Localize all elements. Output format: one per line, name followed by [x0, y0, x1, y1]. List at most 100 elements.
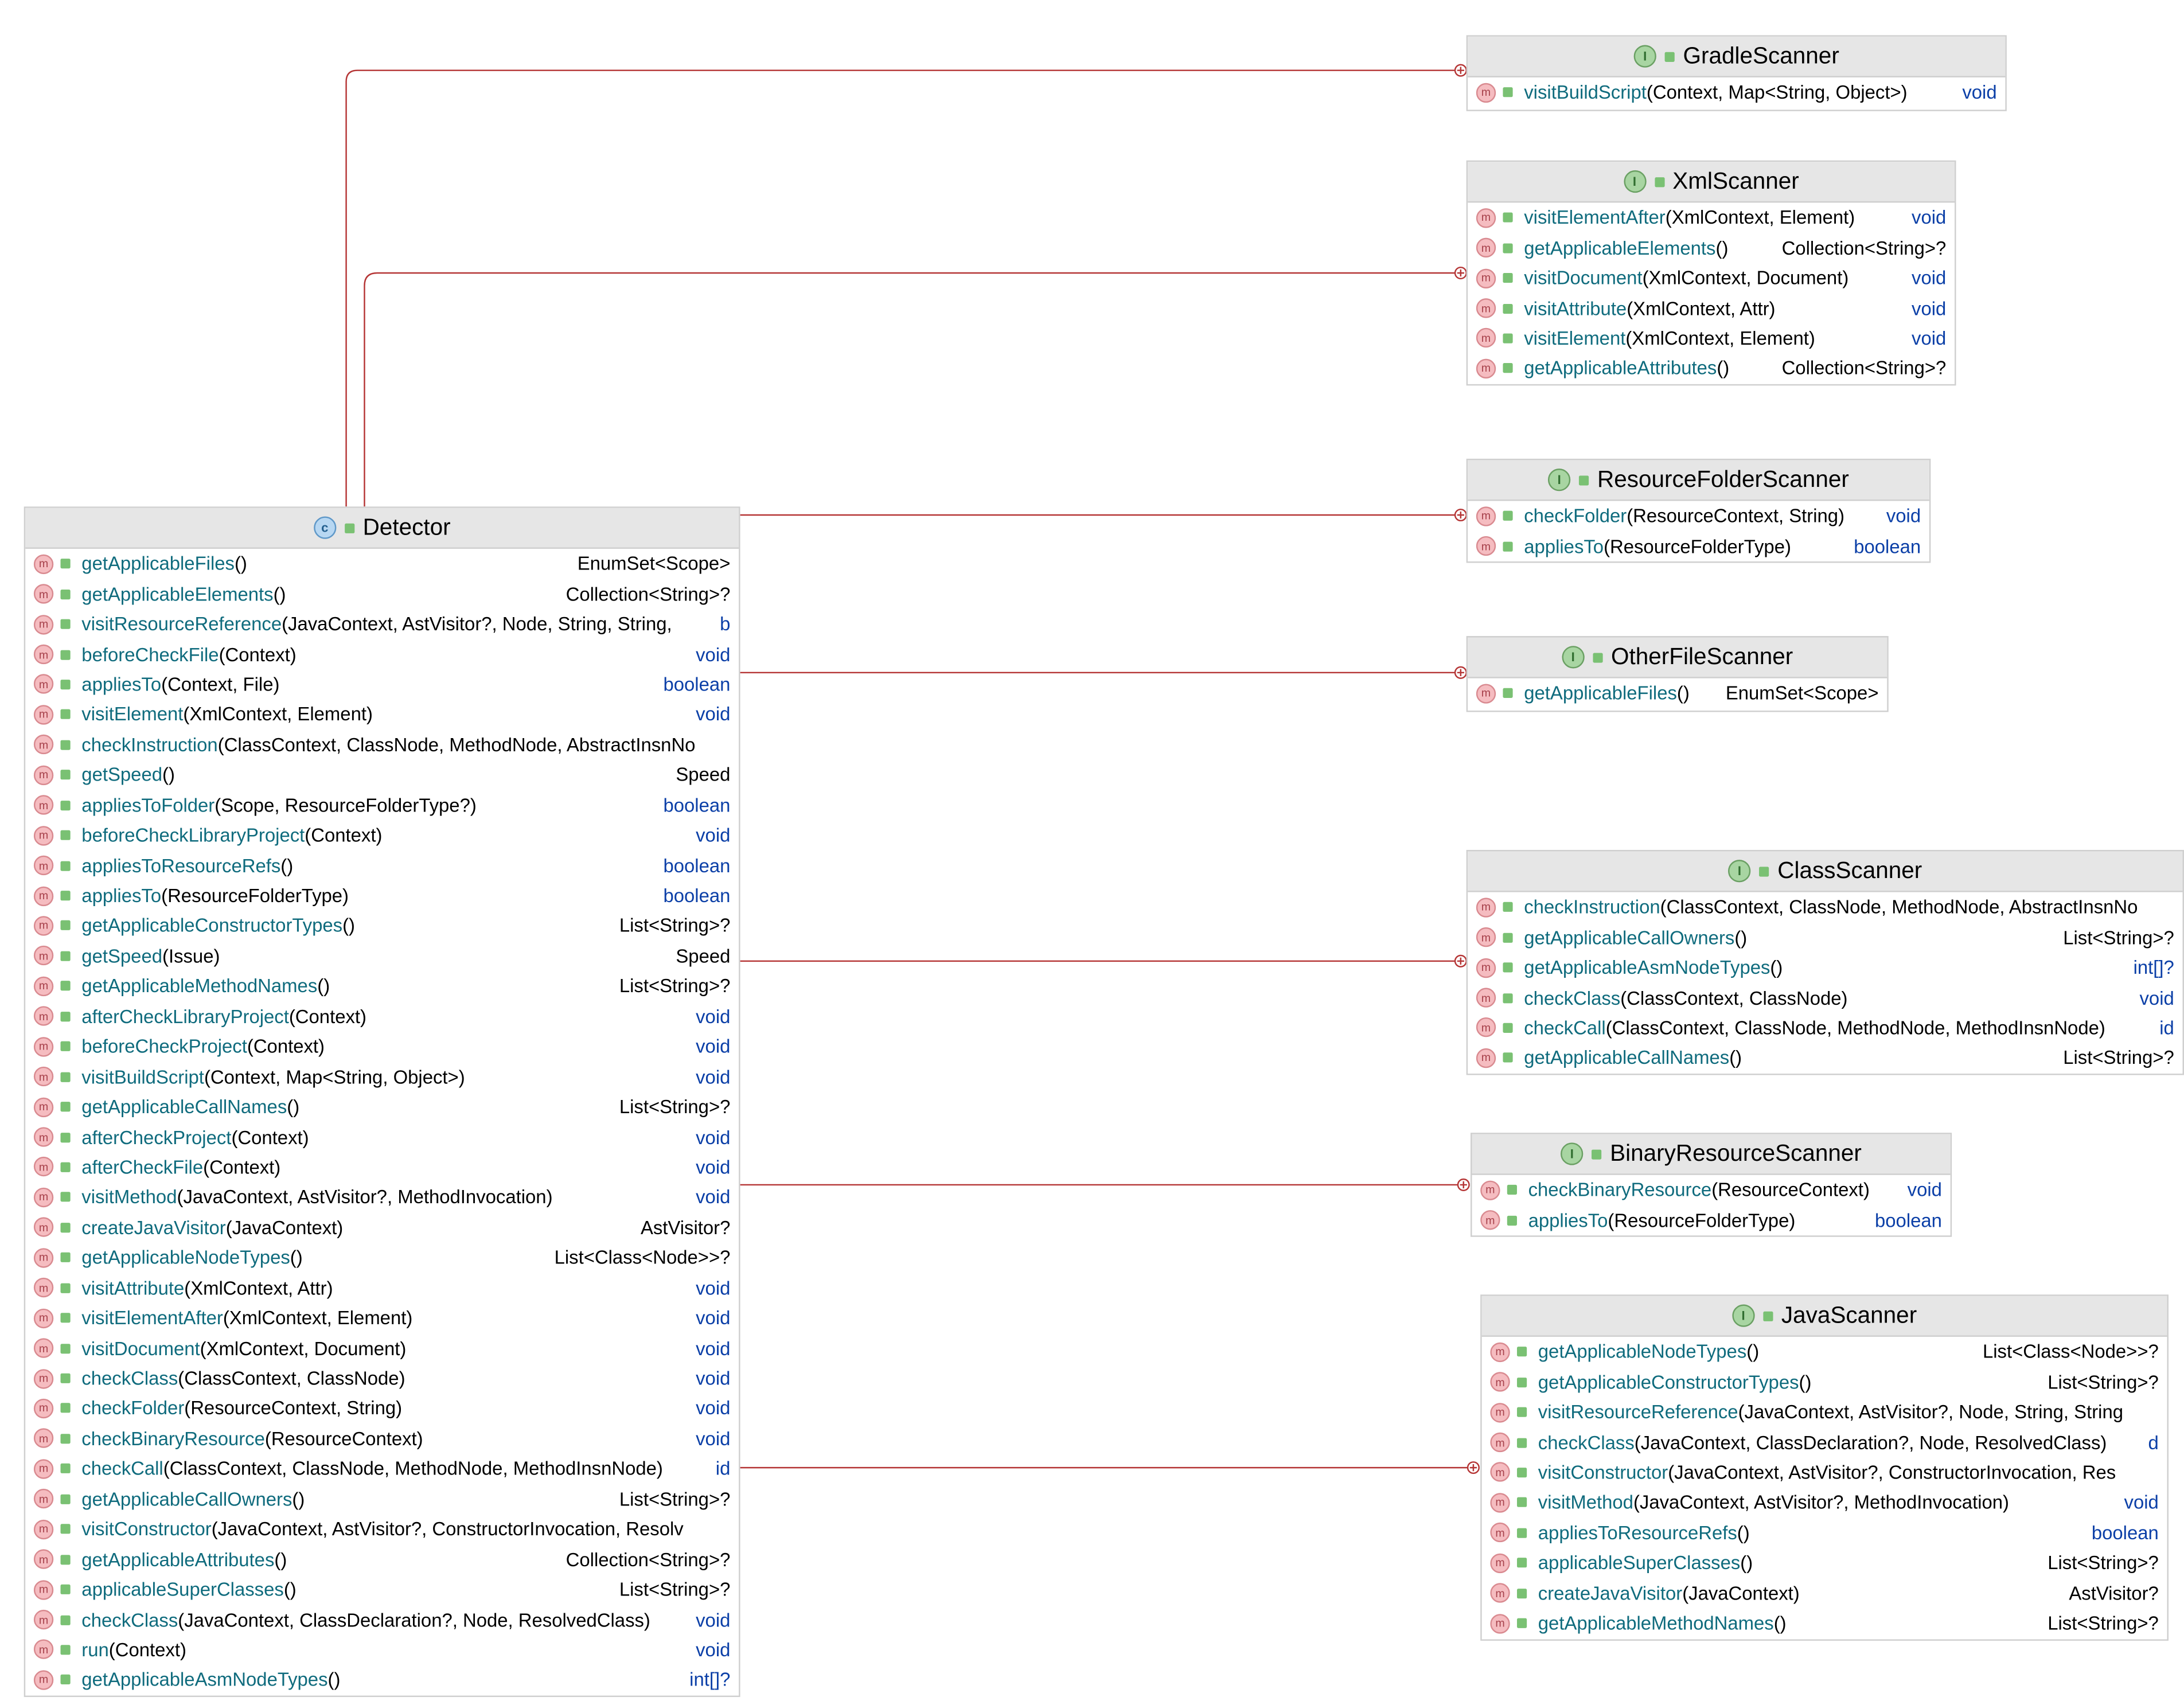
method-return-type: List<Class<Node>>? — [554, 1247, 731, 1269]
public-lock-icon — [60, 1162, 71, 1172]
method-icon: m — [1490, 1523, 1510, 1543]
box-title: Detector — [362, 514, 451, 540]
interface-icon: I — [1731, 1304, 1755, 1327]
public-lock-icon — [60, 1011, 71, 1021]
method-name: getApplicableMethodNames — [81, 976, 318, 997]
method-params: (XmlContext, Attr) — [184, 1277, 333, 1298]
method-name: applicableSuperClasses — [1538, 1552, 1741, 1574]
method-return-type: List<String>? — [2063, 927, 2174, 948]
method-return-type: List<Class<Node>>? — [1982, 1341, 2159, 1363]
public-lock-icon — [60, 1282, 71, 1293]
method-name: checkInstruction — [1524, 896, 1660, 918]
method-name: visitElementAfter — [81, 1307, 223, 1329]
method-return-type: void — [696, 1398, 731, 1419]
method-return-type: List<String>? — [619, 1579, 731, 1600]
method-params: (ResourceContext) — [1711, 1179, 1870, 1201]
method-return-type: boolean — [2091, 1522, 2159, 1544]
method-return-type: void — [2124, 1492, 2159, 1513]
method-name: visitConstructor — [81, 1518, 212, 1540]
method-return-type: boolean — [663, 885, 731, 907]
method-name: visitConstructor — [1538, 1462, 1668, 1484]
public-lock-icon — [1503, 273, 1513, 283]
method-return-type: EnumSet<Scope> — [1725, 682, 1879, 704]
public-lock-icon — [60, 1464, 71, 1474]
